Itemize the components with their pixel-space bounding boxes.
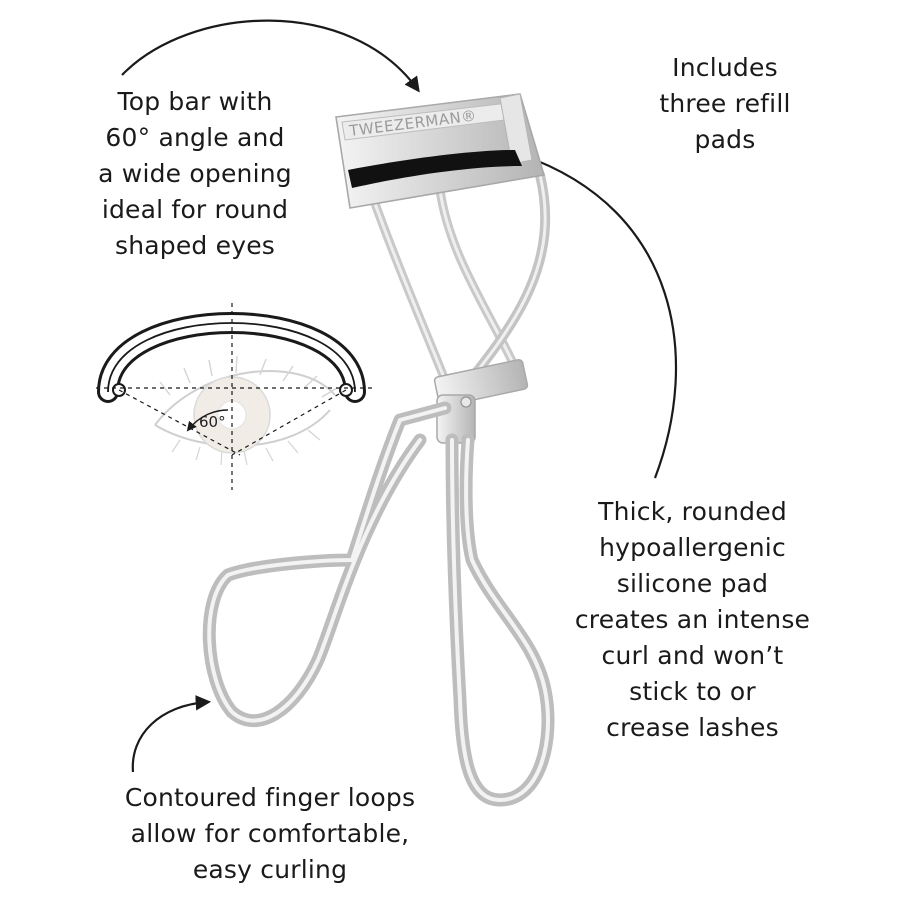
callout-refill-pads: Includes three refill pads (659, 53, 791, 154)
eyelash-curler-illustration: TWEEZERMAN® (202, 93, 555, 807)
arrow-icon-loops (131, 695, 212, 773)
arrow-icon-pad (519, 151, 677, 479)
angle-label: 60° (199, 413, 226, 431)
callout-finger-loops: Contoured finger loops allow for comfort… (124, 783, 416, 884)
callout-top-bar: Top bar with 60° angle and a wide openin… (98, 87, 292, 260)
callout-silicone-pad: Thick, rounded hypoallergenic silicone p… (574, 497, 811, 742)
eye-diagram-icon: 60° (96, 303, 372, 490)
arrow-icon-top-bar (121, 19, 420, 93)
